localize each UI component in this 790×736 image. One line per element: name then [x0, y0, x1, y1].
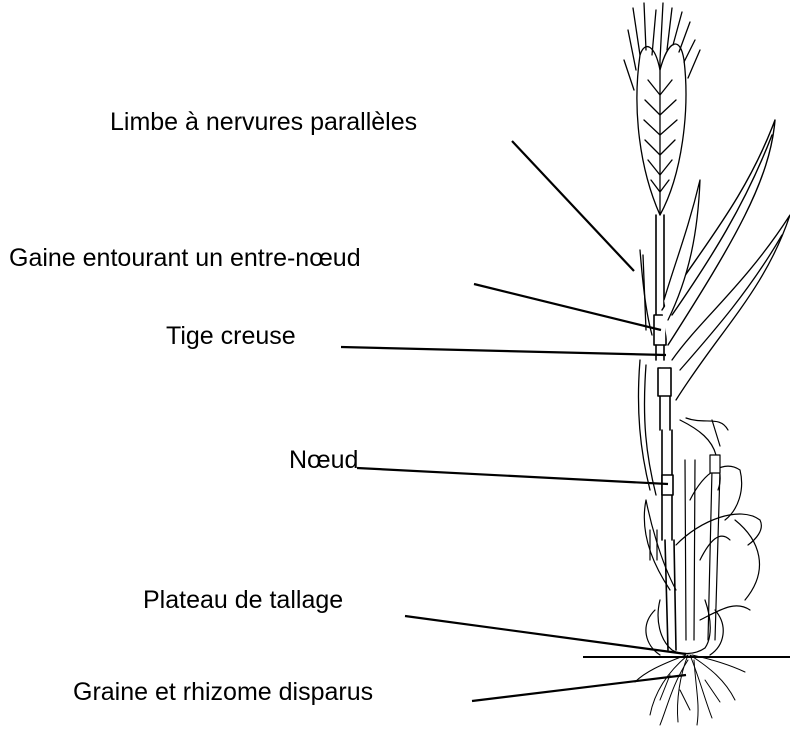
label-plateau: Plateau de tallage [143, 588, 343, 613]
label-tige: Tige creuse [166, 324, 296, 349]
label-noeud: Nœud [289, 448, 358, 473]
wheat-plant-illustration [624, 3, 790, 725]
tige-leader-line [341, 347, 666, 355]
label-limbe: Limbe à nervures parallèles [110, 110, 417, 135]
upper-leaf-blade [640, 180, 700, 335]
label-graine: Graine et rhizome disparus [73, 680, 373, 705]
noeud-leader-line [357, 468, 668, 484]
roots [635, 655, 745, 725]
gaine-leader-line [474, 284, 661, 330]
wheat-ear [624, 3, 700, 215]
label-gaine: Gaine entourant un entre-nœud [9, 246, 361, 271]
limbe-leader-line [512, 141, 634, 271]
plateau-leader-line [405, 616, 686, 654]
graine-leader-line [472, 675, 686, 701]
tillering-base [646, 600, 723, 655]
leader-lines [341, 141, 686, 701]
